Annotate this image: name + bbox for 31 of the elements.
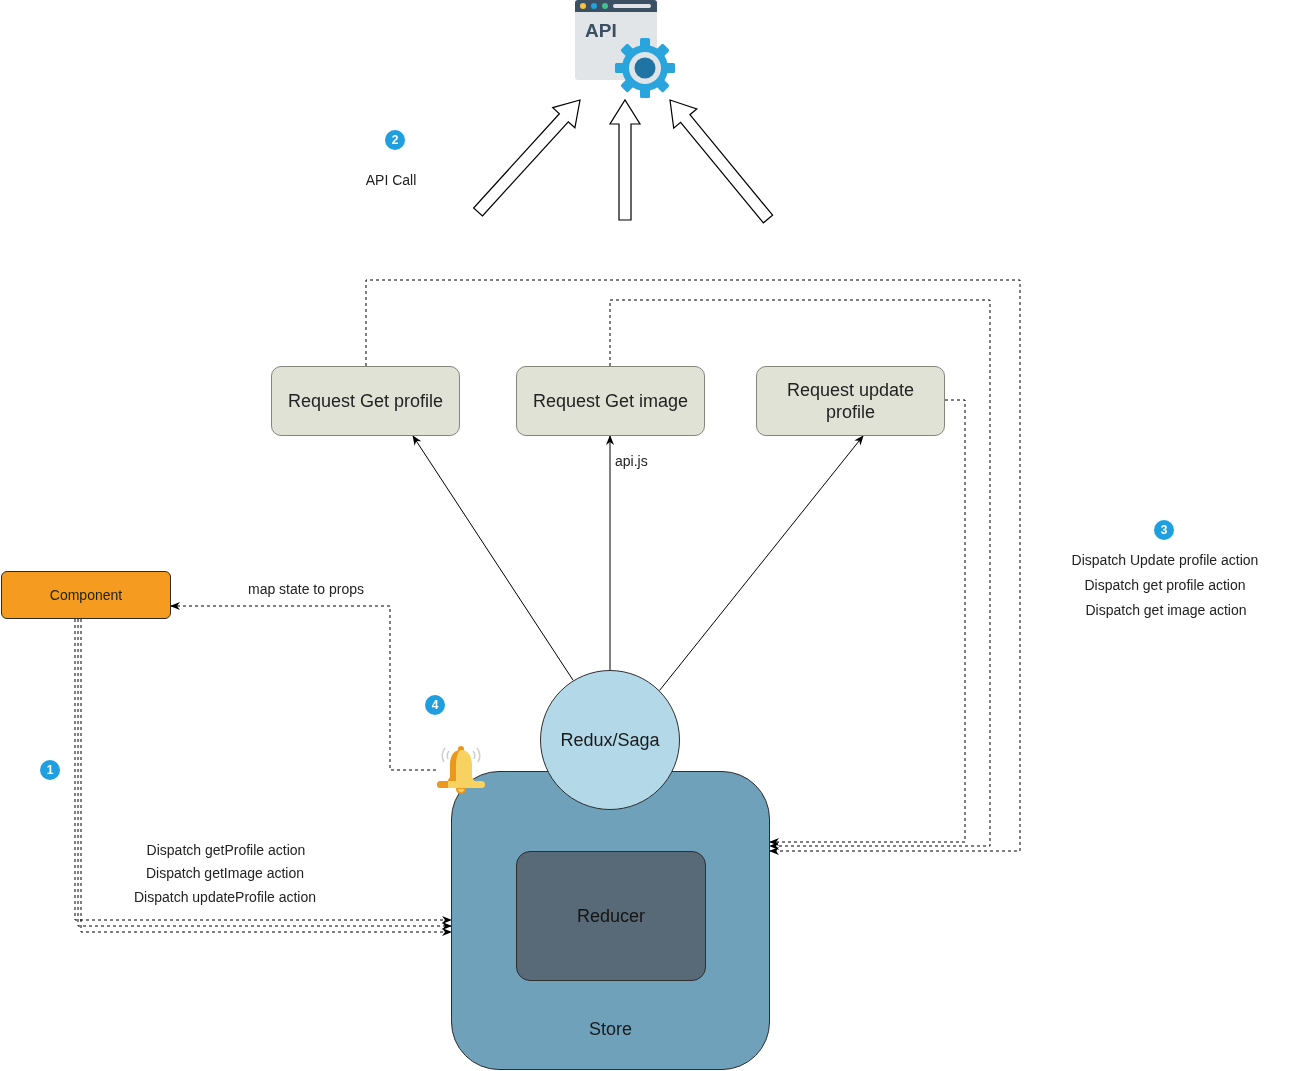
edge-label: api.js: [614, 452, 649, 470]
block-arrow: [472, 99, 581, 217]
annotation-text: Dispatch getImage action: [146, 864, 304, 882]
component-box: Component: [1, 571, 171, 619]
process-box: Request Get image: [516, 366, 705, 436]
callout-number: 3: [1154, 520, 1174, 540]
api-label: API: [585, 19, 617, 43]
process-box: Request Get profile: [271, 366, 460, 436]
block-arrow: [608, 98, 642, 221]
store-container: [451, 771, 770, 1070]
reducer-box: Reducer: [516, 851, 706, 981]
annotation-text: Dispatch updateProfile action: [133, 888, 317, 906]
callout-number: 2: [385, 130, 405, 150]
dashed-arrow: [170, 602, 437, 771]
process-box: Request update profile: [756, 366, 945, 436]
annotation-text: Dispatch get profile action: [1084, 576, 1246, 594]
arrow: [659, 435, 864, 691]
arrow: [606, 435, 614, 671]
annotation-text: Dispatch Update profile action: [1071, 551, 1259, 569]
dashed-arrow: [365, 279, 1021, 855]
callout-number: 1: [40, 760, 60, 780]
block-arrow: [669, 99, 774, 224]
bell-icon: [436, 744, 486, 796]
dashed-arrow: [769, 399, 966, 846]
annotation-text: API Call: [365, 171, 417, 189]
container-label: Store: [589, 1018, 632, 1040]
arrow: [412, 435, 574, 681]
annotation-text: Dispatch get image action: [1085, 601, 1247, 619]
annotation-text: Dispatch getProfile action: [146, 841, 306, 859]
callout-number: 4: [425, 695, 445, 715]
dashed-arrow: [609, 299, 991, 850]
